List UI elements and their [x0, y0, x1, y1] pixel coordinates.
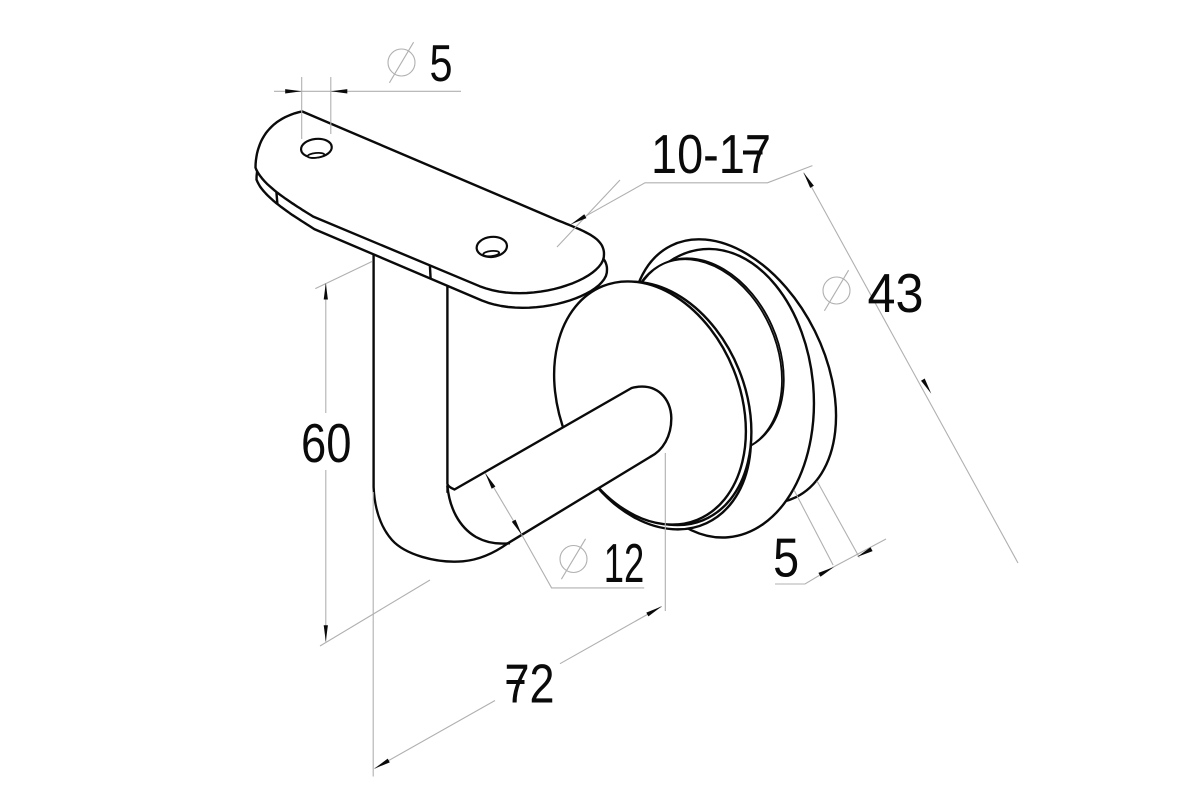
svg-text:5: 5	[430, 35, 453, 93]
svg-text:5: 5	[773, 526, 799, 588]
svg-text:60: 60	[301, 412, 352, 474]
svg-text:43: 43	[868, 262, 924, 324]
svg-text:12: 12	[604, 532, 645, 594]
